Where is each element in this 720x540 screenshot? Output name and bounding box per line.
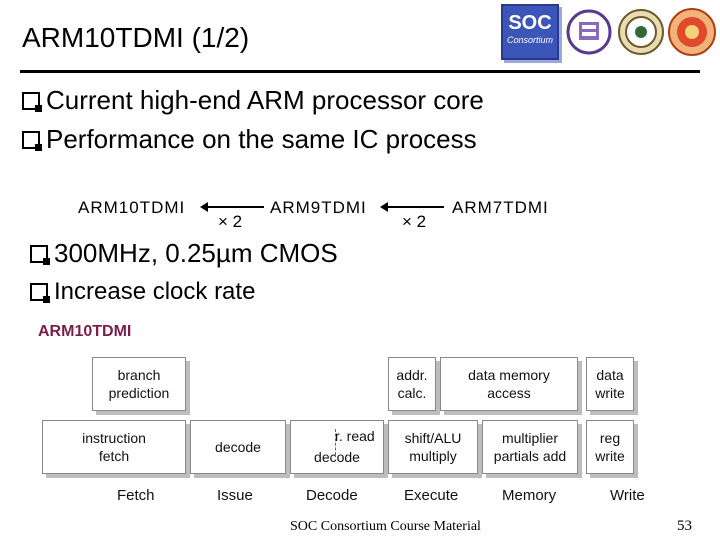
bullet-clock-process: 300MHz, 0.25µm CMOS xyxy=(30,238,338,269)
box-instruction-fetch: instruction fetch xyxy=(42,420,186,474)
arrow-line xyxy=(206,206,264,208)
core-arm10tdmi: ARM10TDMI xyxy=(78,198,186,217)
box-data-write: data write xyxy=(586,357,634,411)
stage-write: Write xyxy=(610,487,645,504)
box-data-memory-access: data memory access xyxy=(440,357,578,411)
cell-r-read: r. read xyxy=(335,428,375,444)
cell-decode-decode: decode xyxy=(314,449,360,465)
cell-decode-issue: decode xyxy=(215,439,261,455)
cell-instruction-fetch: instruction fetch xyxy=(82,430,146,464)
soc-logo-subtext: Consortium xyxy=(506,35,553,45)
bullet-performance: Performance on the same IC process xyxy=(22,124,477,155)
multiplier-label: × 2 xyxy=(402,212,427,231)
box-shift-alu: shift/ALU multiply xyxy=(388,420,478,474)
cell-reg-write: reg write xyxy=(595,430,625,464)
emblem-seal-icon xyxy=(618,9,664,55)
box-reg-write: reg write xyxy=(586,420,634,474)
pipeline-title: ARM10TDMI xyxy=(38,323,132,340)
bullet-box-icon xyxy=(30,283,50,303)
box-branch-prediction: branch prediction xyxy=(92,357,186,411)
footer-text: SOC Consortium Course Material xyxy=(290,519,481,534)
dashed-divider xyxy=(335,429,337,455)
box-multiplier-partials: multiplier partials add xyxy=(482,420,578,474)
stage-execute: Execute xyxy=(404,487,459,504)
stage-decode: Decode xyxy=(306,487,358,504)
bullet-text: Current high-end ARM processor core xyxy=(46,85,484,115)
title-divider xyxy=(20,70,700,73)
core-arm7tdmi: ARM7TDMI xyxy=(452,198,549,217)
arrow-line xyxy=(386,206,444,208)
bullet-current-core: Current high-end ARM processor core xyxy=(22,85,484,116)
arrow-left-icon xyxy=(380,202,388,212)
cell-shift-alu: shift/ALU multiply xyxy=(404,430,462,464)
box-decode-issue: decode xyxy=(190,420,286,474)
page-number: 53 xyxy=(677,518,692,534)
bullet-box-icon xyxy=(22,130,42,151)
cell-addr-calc: addr. calc. xyxy=(396,367,428,401)
stage-memory: Memory xyxy=(502,487,557,504)
bullet-text: 300MHz, 0.25µm CMOS xyxy=(54,238,338,268)
cell-multiplier-partials: multiplier partials add xyxy=(493,430,567,464)
core-arm9tdmi: ARM9TDMI xyxy=(270,198,367,217)
slide-title: ARM10TDMI (1/2) xyxy=(22,22,250,53)
box-decode-decode: r. read decode xyxy=(290,420,384,474)
bullet-text: Performance on the same IC process xyxy=(46,124,477,154)
bullet-clock-rate: Increase clock rate xyxy=(30,278,255,306)
bullet-box-icon xyxy=(22,91,42,112)
cell-data-write: data write xyxy=(595,367,625,401)
arrow-left-icon xyxy=(200,202,208,212)
soc-consortium-logo: SOC Consortium xyxy=(501,4,559,60)
box-addr-calc: addr. calc. xyxy=(388,357,436,411)
university-seal-icon xyxy=(566,9,612,55)
red-seal-icon xyxy=(668,8,716,56)
stage-issue: Issue xyxy=(217,487,253,504)
soc-logo-text: SOC xyxy=(508,12,552,34)
multiplier-label: × 2 xyxy=(218,212,243,231)
stage-fetch: Fetch xyxy=(117,487,155,504)
bullet-box-icon xyxy=(30,244,50,265)
cell-branch-prediction: branch prediction xyxy=(108,367,170,401)
cell-data-memory-access: data memory access xyxy=(468,367,550,401)
bullet-text: Increase clock rate xyxy=(54,278,256,305)
